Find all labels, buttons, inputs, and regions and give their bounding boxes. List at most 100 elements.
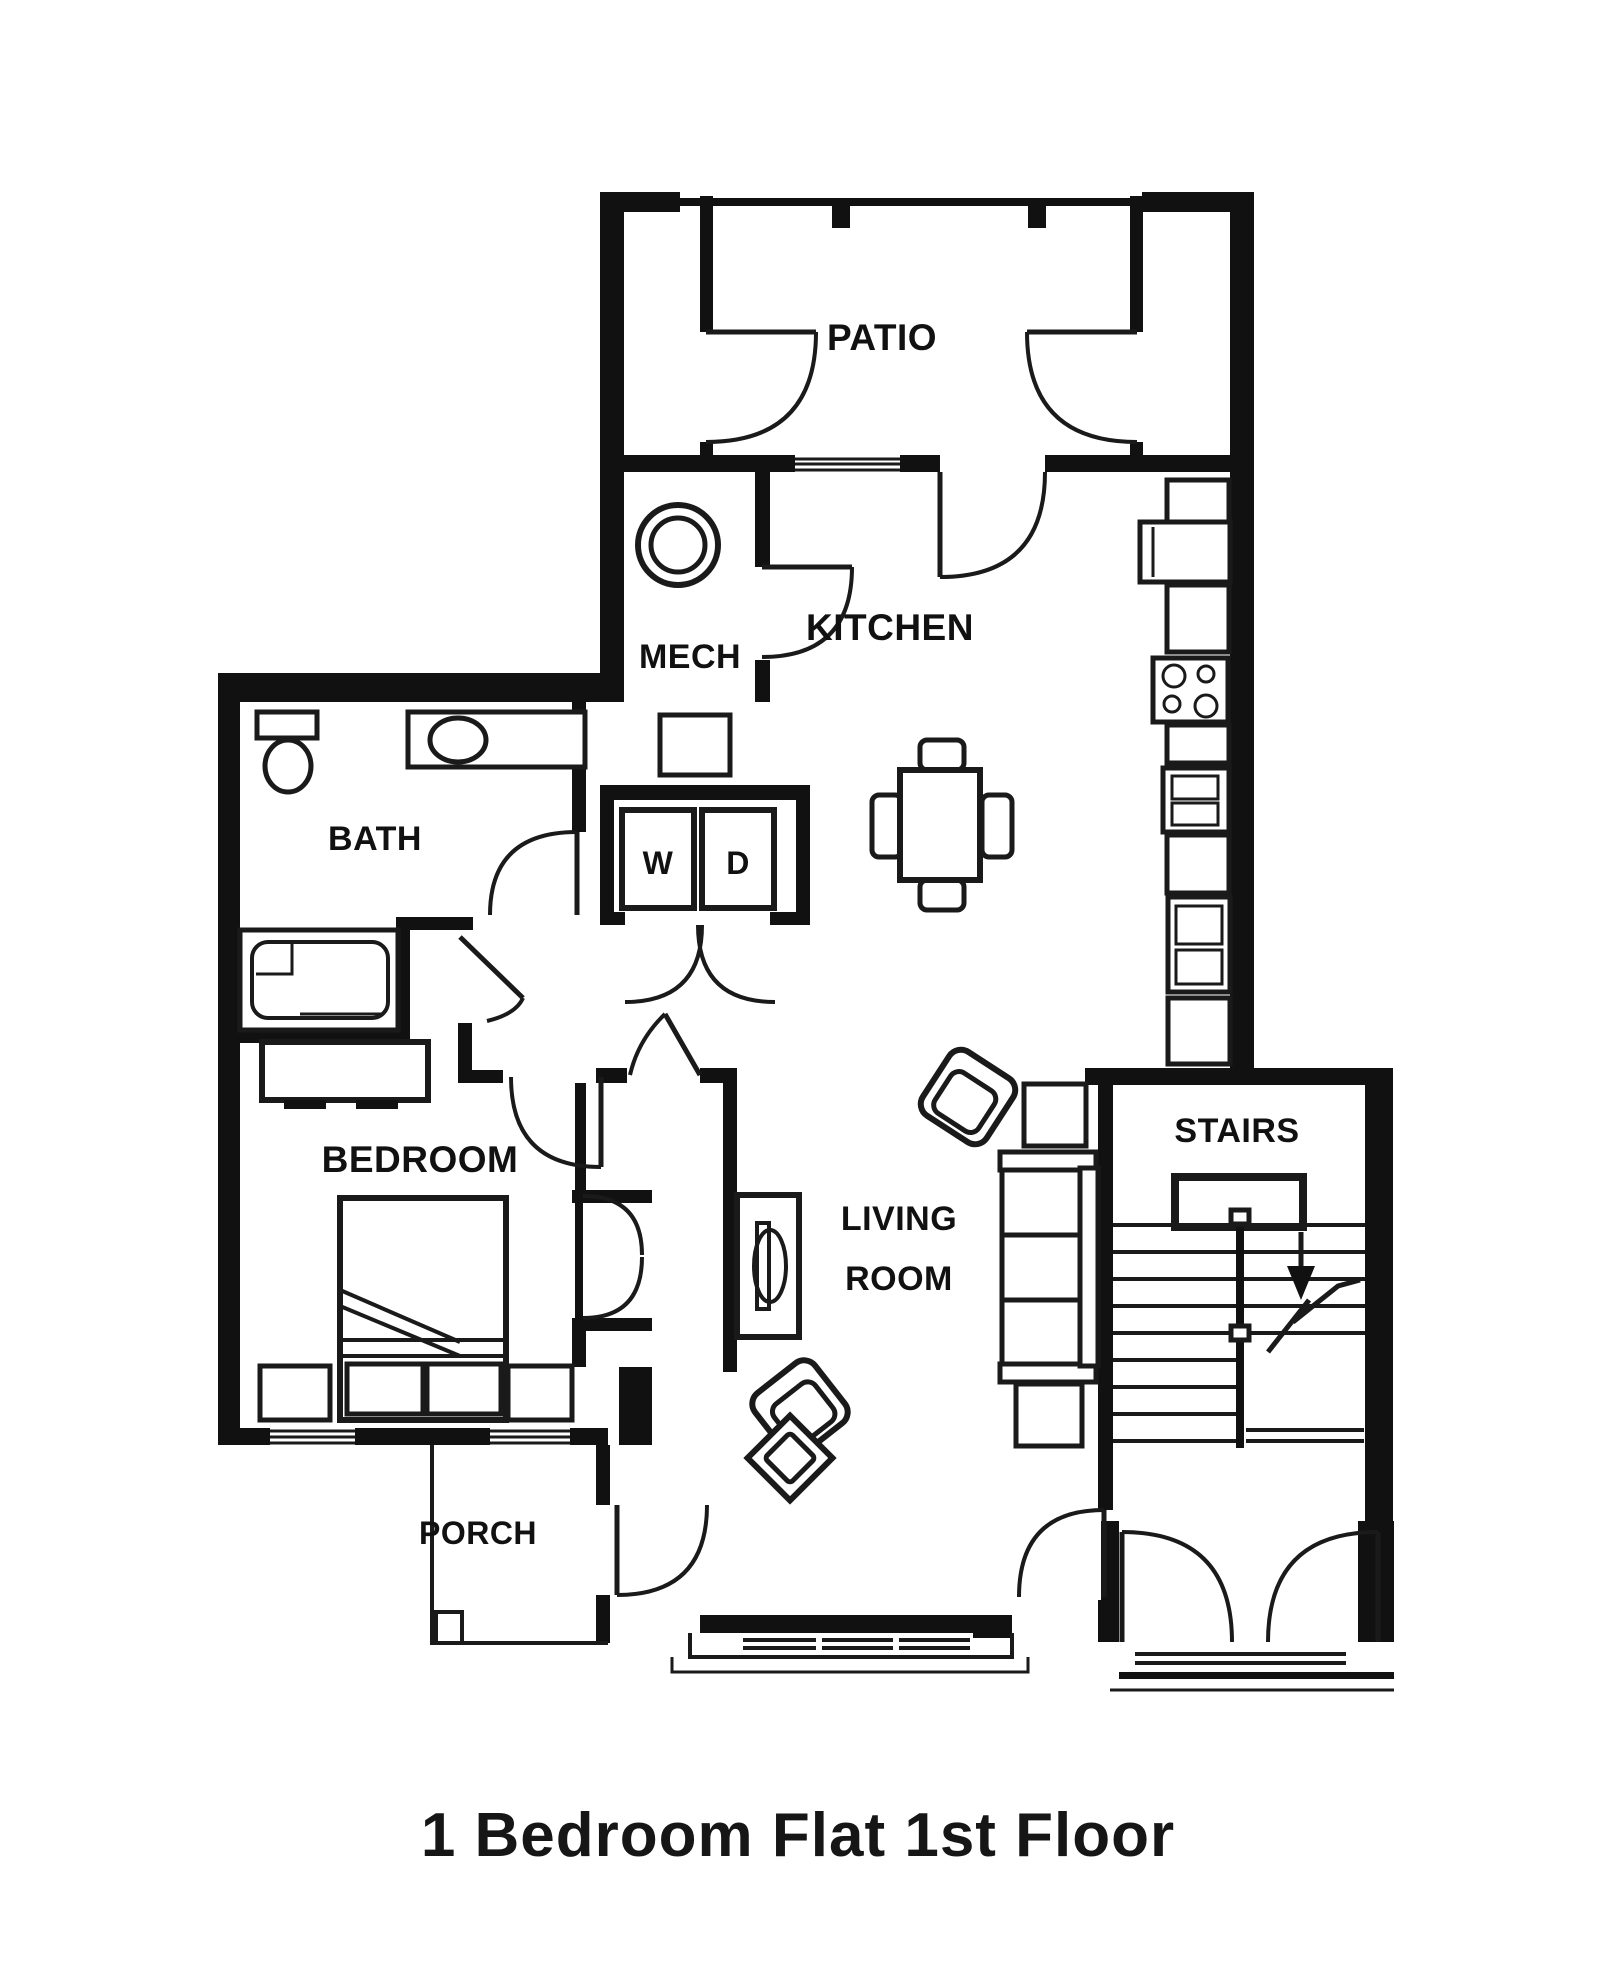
counter-cabinet (1164, 832, 1232, 896)
wall-segment (973, 1615, 1012, 1638)
wall-segment (700, 1615, 973, 1633)
wall-segment (600, 455, 795, 472)
entry-steps-icon (1110, 1652, 1394, 1692)
wall-segment (770, 912, 810, 925)
furnace-unit-icon (657, 712, 733, 778)
patio-label: PATIO (827, 317, 937, 358)
stair-break-line-icon (1266, 1277, 1361, 1354)
counter-cabinet (1165, 995, 1233, 1067)
dining-table (897, 767, 983, 883)
end-table-diamond-icon (743, 1411, 837, 1505)
wall-segment (1365, 1083, 1393, 1428)
vestibule-door-right-icon (1266, 1530, 1381, 1643)
bedroom-label: BEDROOM (322, 1139, 519, 1180)
patio-door-left-icon (705, 329, 818, 444)
bathtub-icon (237, 927, 401, 1033)
dryer-icon (699, 807, 777, 911)
wall-segment (1045, 455, 1254, 472)
dishwasher-icon (1165, 894, 1233, 995)
room-mech: MECH (635, 502, 854, 778)
room-porch: PORCH (419, 1445, 709, 1645)
wall-segment (596, 1595, 610, 1643)
dining-chair (917, 877, 967, 913)
tv-console-icon (734, 1192, 802, 1340)
wall-segment (1142, 192, 1254, 212)
wall-segment (680, 198, 1142, 206)
living-vestibule-door-icon (1017, 1508, 1107, 1598)
porch-label: PORCH (419, 1515, 537, 1551)
room-stairs: STAIRS (1110, 1112, 1394, 1692)
refrigerator-icon (1137, 519, 1233, 585)
wall-segment (723, 1083, 737, 1358)
plan-title: 1 Bedroom Flat 1st Floor (421, 1801, 1175, 1870)
wall-segment (218, 673, 240, 1445)
wall-segment (596, 1445, 610, 1505)
toilet-icon (254, 709, 320, 795)
wall-segment (1098, 1083, 1113, 1428)
wall-segment (572, 1318, 652, 1331)
room-bedroom: BEDROOM (257, 1039, 575, 1445)
room-patio: PATIO (705, 317, 1138, 472)
hall-door-icon (458, 935, 525, 1023)
washer-icon (619, 807, 697, 911)
bath-label: BATH (328, 820, 422, 858)
pillow (424, 1361, 504, 1417)
stove-icon (1150, 655, 1231, 725)
hall-doors (458, 935, 703, 1320)
wall-segment (700, 196, 713, 332)
closet-double-doors-icon (582, 1194, 644, 1320)
wall-segment (700, 1068, 737, 1083)
patio-door-right-icon (1025, 329, 1138, 444)
dryer-label: D (726, 845, 750, 881)
kitchen-label: KITCHEN (806, 607, 974, 648)
wall-segment (1085, 1068, 1393, 1085)
stair-center-rail (1228, 1207, 1252, 1448)
wall-segment (575, 1083, 586, 1190)
laundry-closet: W D (619, 807, 777, 1004)
living-label-line2: ROOM (845, 1260, 953, 1298)
wall-segment (600, 472, 624, 702)
stairs-down-arrow-icon (1287, 1232, 1315, 1300)
double-sink-icon (1160, 765, 1232, 835)
room-kitchen: KITCHEN (806, 471, 1233, 1067)
wall-segment (218, 673, 600, 702)
bay-window-icon (670, 1633, 1030, 1674)
wall-segment (396, 917, 473, 930)
wall-segment (1098, 1428, 1113, 1510)
room-living: LIVING ROOM (670, 1046, 1107, 1674)
wall-segment (1230, 192, 1254, 472)
vanity-sink-icon (405, 709, 588, 770)
wall-segment (900, 455, 940, 472)
dining-set-icon (869, 737, 1015, 913)
wall-segment (600, 912, 625, 925)
wall-segment (570, 1428, 608, 1445)
patio-post (832, 206, 850, 228)
dining-chair (917, 737, 967, 773)
dining-chair (979, 792, 1015, 860)
nightstand-icon (505, 1363, 575, 1423)
front-door-icon (614, 1504, 709, 1597)
porch-post (434, 1610, 464, 1645)
wall-segment (458, 1023, 472, 1083)
bedroom-door-icon (509, 1076, 604, 1169)
vestibule-door-left-icon (1119, 1530, 1234, 1643)
wall-segment (355, 1428, 490, 1445)
counter-cabinet (1164, 722, 1232, 766)
mech-label: MECH (639, 638, 741, 676)
bed-icon (337, 1195, 509, 1423)
wall-segment (596, 1068, 627, 1083)
wall-segment (796, 785, 810, 925)
wall-segment (1130, 196, 1143, 332)
kitchen-entry-door-icon (937, 471, 1047, 579)
stairs-window-icon (1246, 1428, 1364, 1443)
nightstand-icon (257, 1363, 333, 1423)
living-label-line1: LIVING (841, 1200, 957, 1238)
wall-segment (1365, 1428, 1393, 1521)
room-bath: BATH (237, 709, 588, 1033)
end-table-icon (1021, 1081, 1089, 1149)
wall-segment (572, 1331, 586, 1367)
patio-sliding-door-threshold (795, 457, 900, 472)
bath-door-icon (488, 830, 580, 916)
